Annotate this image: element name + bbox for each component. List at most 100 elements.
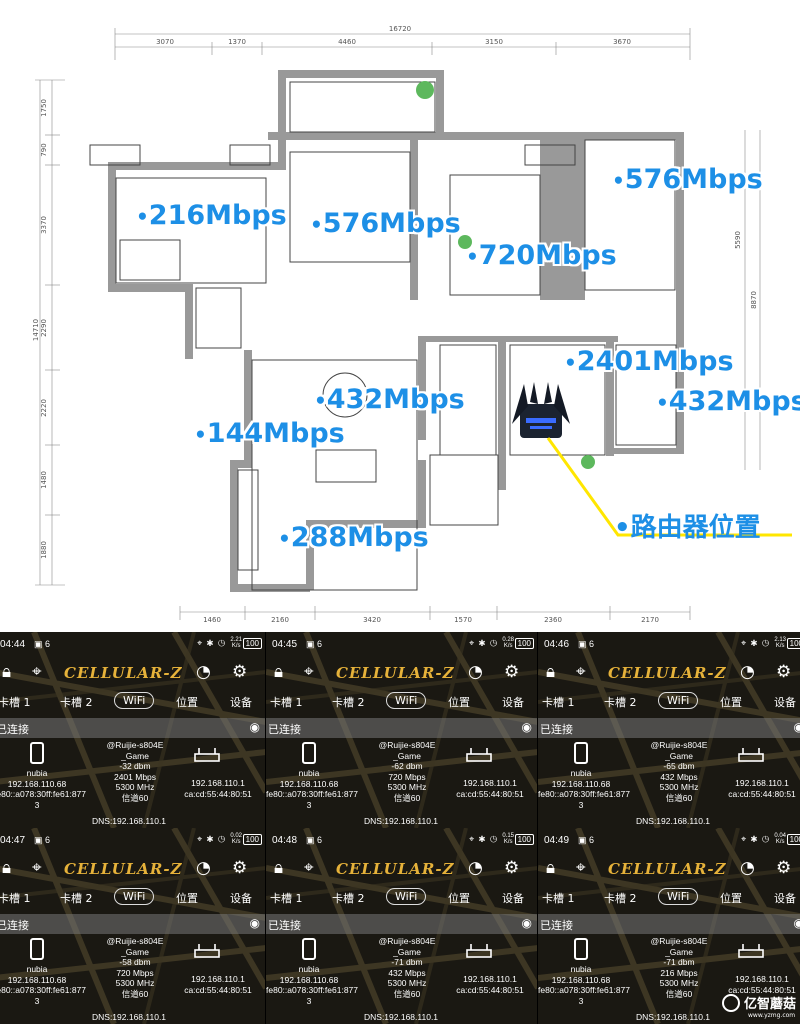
connected-label: 已连接 [268, 723, 301, 736]
dimension-label: 8870 [750, 291, 758, 309]
device-ipv6: fe80::a078:30ff:fe61:877 [266, 985, 359, 995]
tab-sim1[interactable]: 卡槽 1 [270, 892, 303, 905]
tab-bar: 卡槽 1 卡槽 2 WiFi 位置 设备 [0, 692, 265, 714]
router-mac: ca:cd:55:44:80:51 [456, 984, 524, 995]
tab-device[interactable]: 设备 [774, 892, 796, 905]
eye-icon[interactable]: ◉ [794, 720, 800, 734]
tab-sim1[interactable]: 卡槽 1 [542, 892, 575, 905]
ssid-info: @Ruijie-s804E _Game -58 dbm 720 Mbps 530… [90, 936, 180, 999]
status-icons: ⌖ ✱ ◷ [469, 834, 498, 844]
speedometer-icon[interactable]: ◔ [196, 858, 211, 878]
location-pin-icon[interactable]: ⌖ [576, 662, 586, 682]
tab-sim2[interactable]: 卡槽 2 [604, 892, 637, 905]
device-ipv6: fe80::a078:30ff:fe61:877 [0, 789, 87, 799]
gear-icon[interactable]: ⚙ [232, 662, 248, 682]
location-pin-icon[interactable]: ⌖ [32, 858, 42, 878]
gear-icon[interactable]: ⚙ [776, 662, 792, 682]
lock-icon[interactable]: 🔒︎ [546, 662, 556, 682]
tab-device[interactable]: 设备 [502, 892, 524, 905]
tab-sim1[interactable]: 卡槽 1 [270, 696, 303, 709]
eye-icon[interactable]: ◉ [249, 720, 260, 734]
speed-label: •432Mbps [314, 384, 465, 415]
tab-sim2[interactable]: 卡槽 2 [332, 892, 365, 905]
tab-wifi[interactable]: WiFi [386, 692, 427, 709]
tab-location[interactable]: 位置 [176, 892, 198, 905]
tab-sim1[interactable]: 卡槽 1 [0, 892, 31, 905]
tab-sim2[interactable]: 卡槽 2 [604, 696, 637, 709]
tab-sim1[interactable]: 卡槽 1 [0, 696, 31, 709]
location-pin-icon[interactable]: ⌖ [32, 662, 42, 682]
router-icon [194, 748, 220, 762]
speedometer-icon[interactable]: ◔ [740, 858, 755, 878]
app-toolbar: 🔒︎ ⌖ CELLULAR-Z ◔ ⚙ [0, 660, 265, 688]
dimension-label: 2170 [641, 616, 659, 624]
eye-icon[interactable]: ◉ [794, 916, 800, 930]
ssid-suffix: _Game [665, 750, 693, 761]
router-ip: 192.168.110.1 [191, 974, 245, 984]
dimension-label: 3670 [613, 38, 631, 46]
device-ip: 192.168.110.68 [279, 778, 339, 789]
tab-device[interactable]: 设备 [774, 696, 796, 709]
speedometer-icon[interactable]: ◔ [740, 662, 755, 682]
lock-icon[interactable]: 🔒︎ [2, 662, 12, 682]
speedometer-icon[interactable]: ◔ [468, 662, 483, 682]
tab-location[interactable]: 位置 [176, 696, 198, 709]
speedometer-icon[interactable]: ◔ [468, 858, 483, 878]
gear-icon[interactable]: ⚙ [504, 662, 520, 682]
app-logo: CELLULAR-Z [64, 860, 183, 878]
dimension-label: 14710 [32, 319, 40, 341]
tab-device[interactable]: 设备 [502, 696, 524, 709]
lock-icon[interactable]: 🔒︎ [274, 858, 284, 878]
gear-icon[interactable]: ⚙ [776, 858, 792, 878]
router-ip: 192.168.110.1 [191, 778, 245, 788]
tab-wifi[interactable]: WiFi [658, 888, 699, 905]
signal-dbm: -32 dbm [119, 761, 151, 771]
eye-icon[interactable]: ◉ [521, 916, 532, 930]
device-ip: 192.168.110.68 [551, 974, 611, 985]
tab-device[interactable]: 设备 [230, 892, 252, 905]
app-logo: CELLULAR-Z [608, 664, 727, 682]
watermark: 亿智蘑菇 www.yzmg.com [722, 990, 800, 1024]
tab-location[interactable]: 位置 [448, 892, 470, 905]
speedometer-icon[interactable]: ◔ [196, 662, 211, 682]
lock-icon[interactable]: 🔒︎ [546, 858, 556, 878]
ssid-suffix: _Game [121, 946, 149, 957]
tab-location[interactable]: 位置 [448, 696, 470, 709]
status-icons: ⌖ ✱ ◷ [741, 638, 770, 648]
location-pin-icon[interactable]: ⌖ [576, 858, 586, 878]
location-pin-icon[interactable]: ⌖ [304, 858, 314, 878]
ssid-suffix: _Game [393, 750, 421, 761]
tab-location[interactable]: 位置 [720, 696, 742, 709]
tab-wifi[interactable]: WiFi [114, 888, 155, 905]
eye-icon[interactable]: ◉ [521, 720, 532, 734]
tab-wifi[interactable]: WiFi [658, 692, 699, 709]
device-info: nubia 192.168.110.68 fe80::a078:30ff:fe6… [538, 768, 630, 810]
gear-icon[interactable]: ⚙ [504, 858, 520, 878]
tab-sim2[interactable]: 卡槽 2 [60, 892, 93, 905]
lock-icon[interactable]: 🔒︎ [274, 662, 284, 682]
dimension-label: 1880 [40, 541, 48, 559]
tab-sim1[interactable]: 卡槽 1 [542, 696, 575, 709]
location-pin-icon[interactable]: ⌖ [304, 662, 314, 682]
status-icons: ⌖ ✱ ◷ [197, 834, 226, 844]
gear-icon[interactable]: ⚙ [232, 858, 248, 878]
channel: 信道60 [665, 988, 693, 999]
dimension-label: 2360 [544, 616, 562, 624]
device-ip: 192.168.110.68 [7, 778, 67, 789]
lock-icon[interactable]: 🔒︎ [2, 858, 12, 878]
connected-header: 已连接 ◉ [538, 914, 800, 934]
battery-icon: 100 [514, 834, 534, 845]
floor-plan-drawing: 1672030701370446031503670146021603420157… [32, 25, 792, 624]
router-info: 192.168.110.1 ca:cd:55:44:80:51 [442, 778, 537, 799]
eye-icon[interactable]: ◉ [249, 916, 260, 930]
tab-wifi[interactable]: WiFi [114, 692, 155, 709]
tab-sim2[interactable]: 卡槽 2 [332, 696, 365, 709]
router-icon [466, 944, 492, 958]
dns-text: DNS:192.168.110.1 [92, 816, 167, 826]
tab-device[interactable]: 设备 [230, 696, 252, 709]
tab-location[interactable]: 位置 [720, 892, 742, 905]
tab-wifi[interactable]: WiFi [386, 888, 427, 905]
tab-sim2[interactable]: 卡槽 2 [60, 696, 93, 709]
